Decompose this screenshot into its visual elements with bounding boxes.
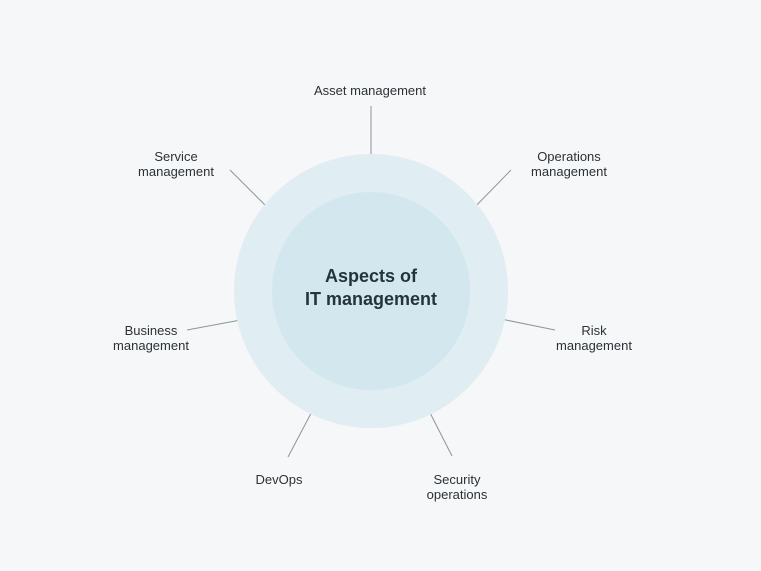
node-service-management: Service management [138, 149, 214, 179]
node-label: management [138, 164, 214, 179]
connector-risk [495, 317, 556, 331]
node-label: Risk [581, 323, 607, 338]
node-label: Business [124, 323, 178, 338]
node-label: Operations [537, 149, 601, 164]
center-title-line1: Aspects of [324, 266, 418, 286]
connector-business [186, 318, 247, 331]
node-label: operations [426, 487, 488, 502]
node-label: Service [154, 149, 198, 164]
node-security-operations: Security operations [427, 472, 488, 502]
node-label: DevOps [255, 472, 303, 487]
node-label: management [556, 338, 632, 353]
node-label: Asset management [313, 83, 427, 98]
node-risk-management: Risk management [556, 323, 632, 353]
node-asset-management: Asset management [314, 83, 426, 98]
inner-circle [272, 192, 470, 390]
node-label: management [113, 338, 189, 353]
center-title-line2: IT management [304, 289, 438, 309]
center-title: Aspects of IT management [272, 265, 470, 311]
node-devops: DevOps [256, 472, 303, 487]
node-label: management [531, 164, 607, 179]
node-label: Security [433, 472, 481, 487]
node-operations-management: Operations management [531, 149, 607, 179]
node-business-management: Business management [113, 323, 189, 353]
